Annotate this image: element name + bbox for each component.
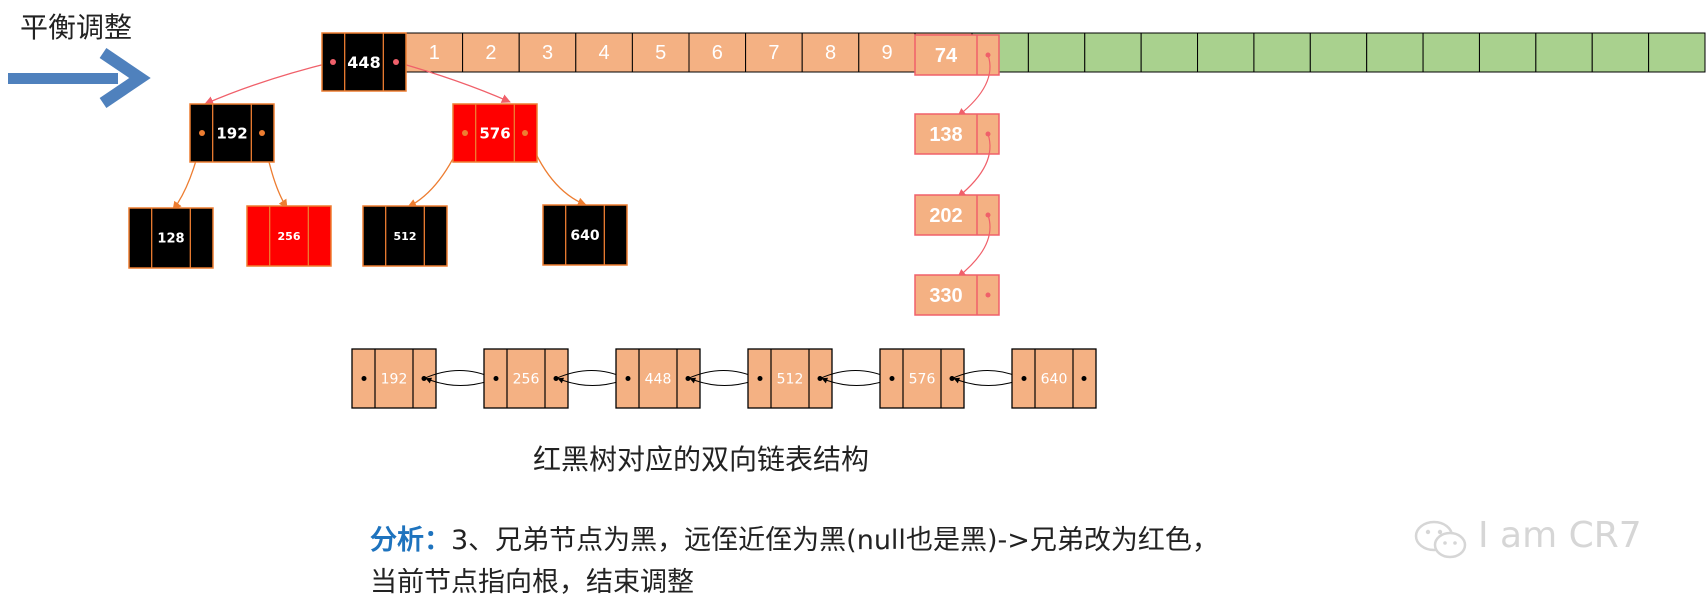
watermark: I am CR7 bbox=[1478, 515, 1642, 556]
diagram-caption: 红黑树对应的双向链表结构 bbox=[533, 443, 870, 476]
analysis-line-2: 当前节点指向根，结束调整 bbox=[370, 567, 694, 598]
array-cell-label: 4 bbox=[599, 42, 610, 64]
array-cell-empty bbox=[1309, 32, 1368, 73]
tree-node: 256 bbox=[246, 205, 332, 267]
array-cell: 3 bbox=[518, 32, 577, 73]
bucket-node: 138 bbox=[914, 113, 1000, 155]
analysis-text-1: 3、兄弟节点为黑，远侄近侄为黑(null也是黑)->兄弟改为红色， bbox=[451, 525, 1219, 556]
array-cell-empty bbox=[1197, 32, 1255, 73]
array-cell: 7 bbox=[745, 32, 803, 73]
bucket-node: 202 bbox=[914, 194, 1000, 236]
list-node: 576 bbox=[879, 348, 965, 409]
page-title: 平衡调整 bbox=[20, 11, 133, 44]
list-node-key: 640 bbox=[1041, 372, 1068, 388]
list-node: 448 bbox=[615, 348, 701, 409]
wechat-icon bbox=[1414, 520, 1467, 559]
tree-node: 640 bbox=[542, 204, 628, 266]
tree-node-key: 576 bbox=[479, 124, 510, 142]
list-node-key: 192 bbox=[381, 372, 408, 388]
array-cell-label: 6 bbox=[712, 42, 723, 64]
array-cell-label: 3 bbox=[542, 42, 553, 64]
array-cell-empty bbox=[1253, 32, 1311, 73]
array-cell-empty bbox=[1140, 32, 1199, 73]
array-cell-label: 1 bbox=[429, 42, 440, 64]
tree-node-key: 192 bbox=[216, 124, 247, 142]
array-cell: 9 bbox=[858, 32, 916, 73]
array-cell: 8 bbox=[801, 32, 860, 73]
list-node: 256 bbox=[483, 348, 569, 409]
bucket-node: 74 bbox=[914, 34, 1000, 76]
bucket-next-link bbox=[957, 133, 991, 198]
tree-node: 512 bbox=[362, 205, 448, 267]
array-cell-empty bbox=[1027, 32, 1086, 73]
list-node: 512 bbox=[747, 348, 833, 409]
bucket-node-key: 138 bbox=[929, 124, 962, 146]
hash-array: 1 2 3 4 5 6 7 8 9 bbox=[405, 32, 1706, 73]
list-node-key: 512 bbox=[777, 372, 804, 388]
list-node-key: 256 bbox=[513, 372, 540, 388]
tree-node-key: 512 bbox=[394, 230, 417, 243]
array-cell-label: 2 bbox=[485, 42, 496, 64]
analysis-line-1: 分析：3、兄弟节点为黑，远侄近侄为黑(null也是黑)->兄弟改为红色， bbox=[370, 518, 1219, 557]
array-cell-empty bbox=[1591, 32, 1650, 73]
array-cell-label: 7 bbox=[768, 42, 779, 64]
array-cell: 6 bbox=[688, 32, 747, 73]
array-cell-empty bbox=[1535, 32, 1593, 73]
array-cell-empty bbox=[1366, 32, 1424, 73]
list-node: 192 bbox=[351, 348, 437, 409]
array-cell-empty bbox=[1478, 32, 1537, 73]
bucket-node-key: 74 bbox=[935, 45, 958, 67]
array-cell-label: 5 bbox=[655, 42, 666, 64]
array-cell-label: 8 bbox=[825, 42, 836, 64]
edge-root-left bbox=[204, 61, 334, 105]
edge-root-right bbox=[395, 61, 511, 103]
tree-node-key: 448 bbox=[347, 53, 380, 72]
array-cell-label: 9 bbox=[882, 42, 893, 64]
tree-node: 128 bbox=[128, 207, 214, 269]
array-cell: 5 bbox=[631, 32, 690, 73]
doubly-linked-list: 192 256 448 512 576 640 bbox=[351, 348, 1097, 409]
array-cell-empty bbox=[1084, 32, 1142, 73]
tree-node-key: 256 bbox=[278, 230, 301, 243]
tree-node-key: 128 bbox=[157, 232, 184, 247]
bucket-next-link bbox=[957, 54, 991, 117]
bucket-node-key: 330 bbox=[929, 285, 962, 307]
array-cell: 4 bbox=[575, 32, 633, 73]
list-node-key: 576 bbox=[909, 372, 936, 388]
array-cell: 2 bbox=[462, 32, 520, 73]
array-cell-empty bbox=[1648, 32, 1706, 73]
bucket-chain: 74 138 202 330 bbox=[914, 34, 1000, 316]
array-cell-empty bbox=[1422, 32, 1480, 73]
list-node-key: 448 bbox=[645, 372, 672, 388]
analysis-label: 分析： bbox=[370, 525, 451, 556]
tree-nodes: 448 192 576 128 256 512 640 bbox=[128, 32, 628, 269]
bucket-node: 330 bbox=[914, 274, 1000, 316]
blue-arrow-icon bbox=[8, 48, 151, 108]
array-cell: 1 bbox=[405, 32, 464, 73]
tree-node-key: 640 bbox=[570, 228, 599, 244]
bucket-next-link bbox=[957, 214, 991, 278]
bucket-node-key: 202 bbox=[929, 205, 962, 227]
list-node: 640 bbox=[1011, 348, 1097, 409]
